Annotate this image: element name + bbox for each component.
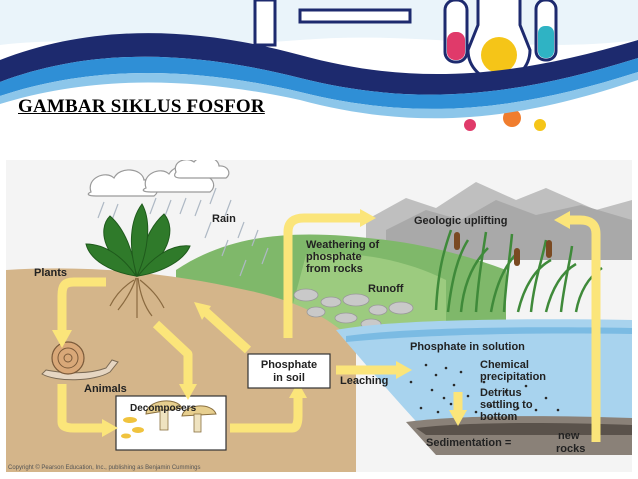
label-chemical-line2: precipitation xyxy=(480,371,546,383)
arrow-animals-to-decomposers xyxy=(57,384,104,433)
snail-illustration xyxy=(41,341,119,381)
phosphate-in-soil-box xyxy=(247,353,331,389)
label-detritus-line3: bottom xyxy=(480,411,517,423)
label-sedimentation: Sedimentation = xyxy=(426,437,511,449)
label-decomposers: Decomposers xyxy=(130,403,197,414)
phosphorus-cycle-diagram: Rain Geologic uplifting Weathering of ph… xyxy=(6,160,632,472)
label-leaching: Leaching xyxy=(340,375,388,387)
label-phosphate-soil-line2: in soil xyxy=(273,372,305,384)
copyright-text: Copyright © Pearson Education, Inc., pub… xyxy=(8,464,201,471)
label-runoff: Runoff xyxy=(368,283,404,295)
soil-ground xyxy=(6,268,356,472)
arrow-plants-to-animals xyxy=(57,277,106,332)
detritus-particles xyxy=(409,363,560,414)
label-weathering-line2: phosphate xyxy=(306,251,362,263)
label-phosphate-soil-line1: Phosphate xyxy=(261,359,317,371)
label-phosphate-in-solution: Phosphate in solution xyxy=(410,341,525,353)
decomposers-illustration xyxy=(115,395,227,451)
arrow-sediment-uplift xyxy=(566,215,601,442)
label-weathering-line1: Weathering of xyxy=(306,239,379,251)
label-chemical-line1: Chemical xyxy=(480,359,529,371)
arrow-weathering-to-soil xyxy=(283,213,362,338)
label-rain: Rain xyxy=(212,213,236,225)
header-decoration xyxy=(0,0,638,160)
label-weathering-line3: from rocks xyxy=(306,263,363,275)
lab-glassware-illustration xyxy=(253,0,558,131)
label-detritus-line2: settling to xyxy=(480,399,533,411)
plant-illustration xyxy=(85,203,191,318)
arrow-plants-to-decomposers xyxy=(152,320,193,386)
label-geologic-uplifting: Geologic uplifting xyxy=(414,215,508,227)
rain-drops xyxy=(97,187,269,277)
rocks xyxy=(293,288,414,330)
cattails xyxy=(454,232,552,266)
label-plants: Plants xyxy=(34,267,67,279)
label-new: new xyxy=(558,430,580,442)
label-rocks: rocks xyxy=(556,443,585,455)
arrow-heads xyxy=(52,209,570,437)
arrow-decomposers-to-soil xyxy=(230,394,303,433)
arrow-soil-to-plants xyxy=(202,308,252,354)
cycle-arrows xyxy=(57,213,601,442)
reeds xyxy=(434,229,603,313)
label-detritus-line1: Detritus xyxy=(480,387,522,399)
label-animals: Animals xyxy=(84,383,127,395)
slide-title: GAMBAR SIKLUS FOSFOR xyxy=(18,96,265,117)
water-body xyxy=(336,319,632,432)
rain-clouds xyxy=(87,160,230,197)
